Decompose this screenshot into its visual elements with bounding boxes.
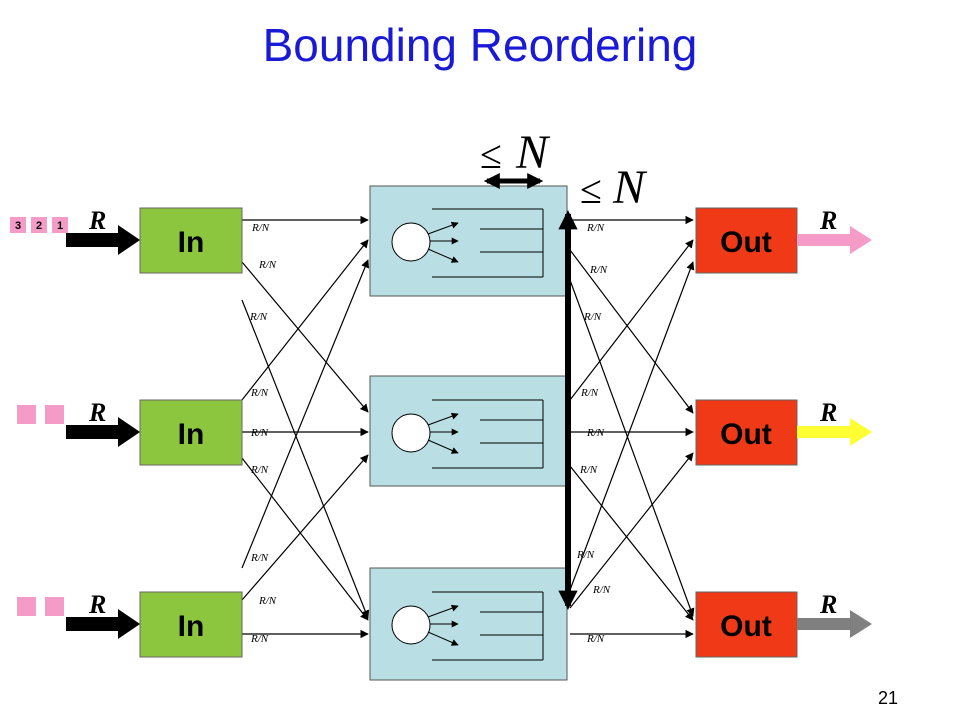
n-variable: N: [515, 126, 551, 179]
input-port-2: In: [139, 399, 243, 466]
input-arrow: [66, 609, 140, 639]
packet: [10, 217, 26, 233]
rate-labels: R R R R R R: [88, 206, 837, 619]
leq-symbol: ≤: [580, 167, 602, 212]
packet: [45, 405, 64, 424]
output-port-1: Out: [695, 207, 798, 274]
output-arrow-pink: [797, 226, 872, 254]
output-port-3: Out: [695, 591, 798, 658]
input-port-label: In: [178, 226, 205, 259]
packet: [52, 217, 68, 233]
output-port-label: Out: [720, 610, 772, 643]
input-rate-label: R: [88, 590, 106, 619]
rn-label: R/N: [576, 549, 595, 561]
middle-stage: [369, 185, 568, 681]
rn-label: R/N: [586, 427, 605, 439]
packet: [17, 597, 36, 616]
bound-annotation-side: ≤ N: [580, 161, 648, 214]
packet-number: 2: [36, 220, 42, 232]
rn-label: R/N: [586, 633, 605, 645]
output-arrow-yellow: [797, 418, 872, 446]
middle-box-3: [369, 567, 568, 681]
slide-title: Bounding Reordering: [262, 19, 698, 71]
first-stage-mesh: [241, 215, 370, 639]
packet-queue-3: [17, 597, 64, 616]
rn-label: R/N: [250, 633, 269, 645]
output-port-2: Out: [695, 399, 798, 466]
rn-label: R/N: [579, 464, 598, 476]
outgoing-arrows: [797, 226, 872, 638]
output-arrow-gray: [797, 610, 872, 638]
rn-label: R/N: [250, 427, 269, 439]
queue-node-icon: [391, 222, 431, 262]
second-stage-mesh: [569, 215, 695, 639]
input-rate-label: R: [88, 398, 106, 427]
output-port-label: Out: [720, 418, 772, 451]
input-port-3: In: [139, 591, 243, 658]
output-rate-label: R: [819, 206, 837, 235]
input-port-label: In: [178, 418, 205, 451]
packet-queue-2: [17, 405, 64, 424]
mesh-link-labels: R/N R/N R/N R/N R/N R/N R/N R/N R/N R/N …: [249, 222, 611, 645]
input-port-label: In: [178, 610, 205, 643]
input-arrow: [66, 225, 140, 255]
packet: [45, 597, 64, 616]
rn-label: R/N: [258, 595, 277, 607]
rn-label: R/N: [251, 222, 270, 234]
input-rate-label: R: [88, 206, 106, 235]
rn-label: R/N: [250, 464, 269, 476]
packet: [31, 217, 47, 233]
rn-label: R/N: [592, 584, 611, 596]
rn-label: R/N: [583, 311, 602, 323]
middle-box-1: [369, 185, 568, 297]
rn-label: R/N: [258, 259, 277, 271]
rn-label: R/N: [580, 387, 599, 399]
rn-label: R/N: [249, 311, 268, 323]
rn-label: R/N: [250, 387, 269, 399]
page-number: 21: [877, 688, 898, 708]
queue-node-icon: [391, 413, 431, 453]
output-port-label: Out: [720, 226, 772, 259]
leq-symbol: ≤: [480, 132, 502, 177]
packet-number: 1: [57, 220, 63, 232]
queue-node-icon: [391, 605, 431, 645]
packet: [17, 405, 36, 424]
output-rate-label: R: [819, 398, 837, 427]
input-port-1: In: [139, 207, 243, 274]
rn-label: R/N: [589, 264, 608, 276]
output-rate-label: R: [819, 590, 837, 619]
rn-label: R/N: [586, 222, 605, 234]
incoming-arrows: [66, 225, 140, 639]
rn-label: R/N: [250, 552, 269, 564]
n-variable: N: [612, 161, 648, 214]
packet-number: 3: [15, 220, 21, 232]
packet-queue-1: 3 2 1: [10, 217, 68, 233]
bound-annotation-top: ≤ N: [480, 126, 551, 179]
middle-box-2: [369, 375, 568, 487]
input-arrow: [66, 417, 140, 447]
